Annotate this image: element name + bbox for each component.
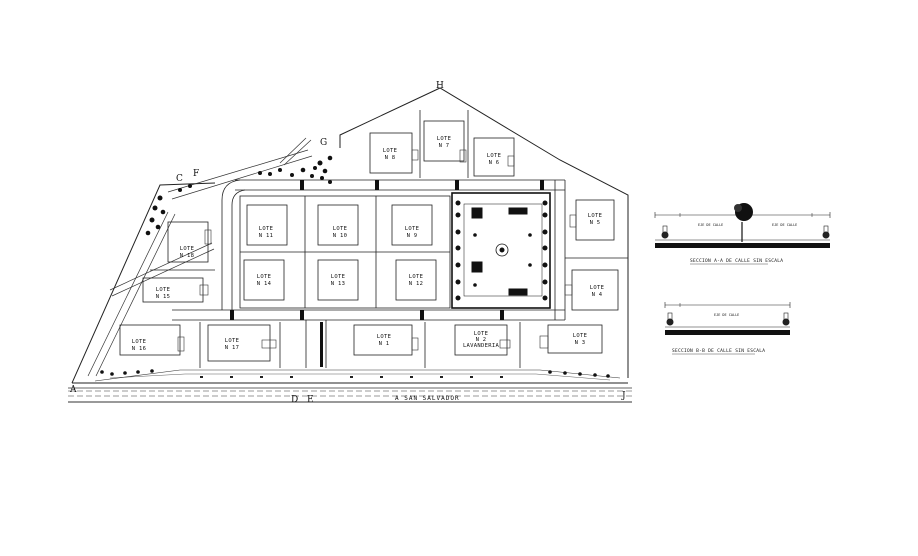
point-c: C <box>176 174 183 184</box>
section-bb: EJE DE CALLE SECCION B-B DE CALLE SIN ES… <box>664 302 791 355</box>
central-plaza <box>451 192 551 309</box>
section-bb-title: SECCION B-B DE CALLE SIN ESCALA <box>672 348 765 354</box>
section-aa-title: SECCION A-A DE CALLE SIN ESCALA <box>690 258 783 264</box>
lot-annexes <box>177 149 577 352</box>
point-f: F <box>193 169 199 179</box>
section-bb-label: EJE DE CALLE <box>714 313 739 317</box>
point-e: E <box>307 395 314 405</box>
trees <box>100 155 610 378</box>
street-dividers <box>230 180 544 367</box>
main-road <box>68 369 632 403</box>
point-a: A <box>69 385 77 395</box>
point-d: D <box>291 395 298 405</box>
section-aa: EJE DE CALLE EJE DE CALLE SECCION A-A DE… <box>654 203 831 265</box>
point-g: G <box>320 138 327 148</box>
section-aa-label-right: EJE DE CALLE <box>772 223 797 227</box>
road-markers <box>200 376 503 378</box>
lot-outlines <box>119 110 628 368</box>
site-boundary <box>71 87 629 384</box>
inner-streets <box>172 179 566 368</box>
road-name: A SAN SALVADOR <box>395 395 460 402</box>
survey-points: H G C F A D E J <box>69 81 626 405</box>
point-j: J <box>621 391 626 401</box>
plaza-trees <box>455 200 548 301</box>
section-aa-label-left: EJE DE CALLE <box>698 223 723 227</box>
point-h: H <box>436 81 444 91</box>
